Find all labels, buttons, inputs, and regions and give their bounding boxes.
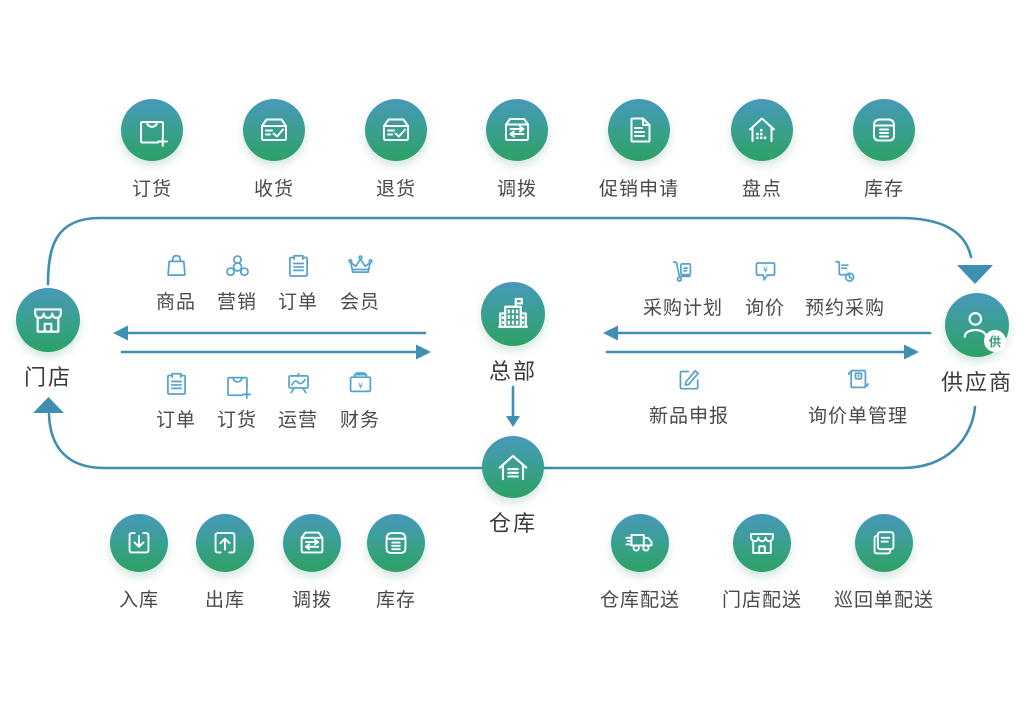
hq-module-inquiry: 询价 xyxy=(710,257,820,320)
top-node-inventory: 库存 xyxy=(814,99,954,201)
arrowhead-right-to-hq-icon xyxy=(416,344,431,360)
promotion-document-icon xyxy=(608,99,670,161)
top-node-return: 退货 xyxy=(326,99,466,201)
member-crown-icon xyxy=(345,251,376,282)
store-module-member: 会员 xyxy=(330,251,390,314)
receive-box-check-icon xyxy=(243,99,305,161)
node-label: 收货 xyxy=(253,179,294,200)
module-label: 新品申报 xyxy=(648,406,729,427)
store-node: 门店 xyxy=(0,288,118,392)
module-label: 预约采购 xyxy=(804,298,885,319)
module-label: 营销 xyxy=(216,292,257,313)
module-label: 订单 xyxy=(277,292,318,313)
node-label: 库存 xyxy=(863,179,904,200)
order-bag-plus-icon xyxy=(121,99,183,161)
top-node-receive: 收货 xyxy=(204,99,344,201)
node-label: 仓库配送 xyxy=(599,590,680,611)
purchase-plan-trolley-icon xyxy=(668,257,699,288)
module-label: 订单 xyxy=(155,410,196,431)
new-product-pencil-icon xyxy=(674,365,705,396)
finance-cashbox-icon xyxy=(345,369,376,400)
hq-building-icon xyxy=(481,282,545,346)
supplier-node: 供 供应商 xyxy=(907,293,1025,397)
arrowhead-into-store-icon xyxy=(33,397,64,413)
supplier-label: 供应商 xyxy=(940,370,1013,395)
store-module-marketing: 营销 xyxy=(207,251,267,314)
node-label: 盘点 xyxy=(741,179,782,200)
outbound-arrow-icon xyxy=(196,514,254,572)
hq-module-purchase-plan: 采购计划 xyxy=(628,257,738,320)
node-label: 库存 xyxy=(375,590,416,611)
module-label: 会员 xyxy=(339,292,380,313)
marketing-network-icon xyxy=(222,251,253,282)
module-label: 商品 xyxy=(155,292,196,313)
node-label: 调拨 xyxy=(496,179,537,200)
stocktake-house-icon xyxy=(731,99,793,161)
warehouse-node-transfer: 调拨 xyxy=(242,514,382,612)
supplier-badge: 供 xyxy=(984,330,1006,352)
warehouse-node-inbound: 入库 xyxy=(69,514,209,612)
store-module-ordering: 订货 xyxy=(207,369,267,432)
inquiry-bubble-yen-icon xyxy=(750,257,781,288)
top-node-order: 订货 xyxy=(82,99,222,201)
warehouse-label: 仓库 xyxy=(488,511,537,536)
inventory-drawer-icon xyxy=(367,514,425,572)
inquiry-doc-yen-icon xyxy=(843,365,874,396)
delivery-node-tour: 巡回单配送 xyxy=(814,514,954,612)
inbound-arrow-icon xyxy=(110,514,168,572)
headquarters-node: 总部 xyxy=(443,282,583,386)
order-clipboard-icon xyxy=(283,251,314,282)
node-label: 退货 xyxy=(375,179,416,200)
module-label: 询价 xyxy=(744,298,785,319)
delivery-node-warehouse: 仓库配送 xyxy=(570,514,710,612)
store-delivery-storefront-icon xyxy=(733,514,791,572)
store-module-finance: 财务 xyxy=(330,369,390,432)
module-label: 采购计划 xyxy=(642,298,723,319)
store-module-operations: 运营 xyxy=(268,369,328,432)
warehouse-node-inventory: 库存 xyxy=(326,514,466,612)
warehouse-delivery-truck-icon xyxy=(611,514,669,572)
node-label: 促销申请 xyxy=(598,179,679,200)
arrowhead-left-to-hq-icon xyxy=(603,325,618,341)
module-label: 运营 xyxy=(277,410,318,431)
storefront-icon xyxy=(16,288,80,352)
hq-module-new-product-apply: 新品申报 xyxy=(619,365,759,428)
return-box-check-icon xyxy=(365,99,427,161)
store-module-order2: 订单 xyxy=(146,369,206,432)
node-label: 订货 xyxy=(131,179,172,200)
headquarters-label: 总部 xyxy=(488,359,537,384)
tour-delivery-docs-icon xyxy=(855,514,913,572)
store-module-order: 订单 xyxy=(268,251,328,314)
reserve-purchase-cart-icon xyxy=(830,257,861,288)
order-clipboard-icon xyxy=(161,369,192,400)
operations-board-icon xyxy=(283,369,314,400)
warehouse-node-outbound: 出库 xyxy=(155,514,295,612)
inventory-drawer-icon xyxy=(853,99,915,161)
delivery-node-store: 门店配送 xyxy=(692,514,832,612)
top-node-transfer: 调拨 xyxy=(447,99,587,201)
module-label: 订货 xyxy=(216,410,257,431)
top-node-promotion-apply: 促销申请 xyxy=(569,99,709,201)
node-label: 调拨 xyxy=(291,590,332,611)
node-label: 入库 xyxy=(118,590,159,611)
node-label: 出库 xyxy=(204,590,245,611)
goods-bag-icon xyxy=(161,251,192,282)
supplier-person-icon: 供 xyxy=(945,293,1009,357)
warehouse-house-icon xyxy=(482,436,544,498)
top-node-stocktake: 盘点 xyxy=(692,99,832,201)
arrowhead-down-to-warehouse-icon xyxy=(506,416,520,427)
hq-module-reserve-purchase: 预约采购 xyxy=(790,257,900,320)
node-label: 门店配送 xyxy=(721,590,802,611)
ordering-bag-plus-icon xyxy=(222,369,253,400)
module-label: 财务 xyxy=(339,410,380,431)
arrowhead-into-supplier-icon xyxy=(957,265,993,284)
store-module-goods: 商品 xyxy=(146,251,206,314)
hq-module-inquiry-order-mgmt: 询价单管理 xyxy=(788,365,928,428)
store-label: 门店 xyxy=(23,365,72,390)
module-label: 询价单管理 xyxy=(807,406,908,427)
node-label: 巡回单配送 xyxy=(833,590,934,611)
transfer-box-arrows-icon xyxy=(283,514,341,572)
transfer-box-arrows-icon xyxy=(486,99,548,161)
